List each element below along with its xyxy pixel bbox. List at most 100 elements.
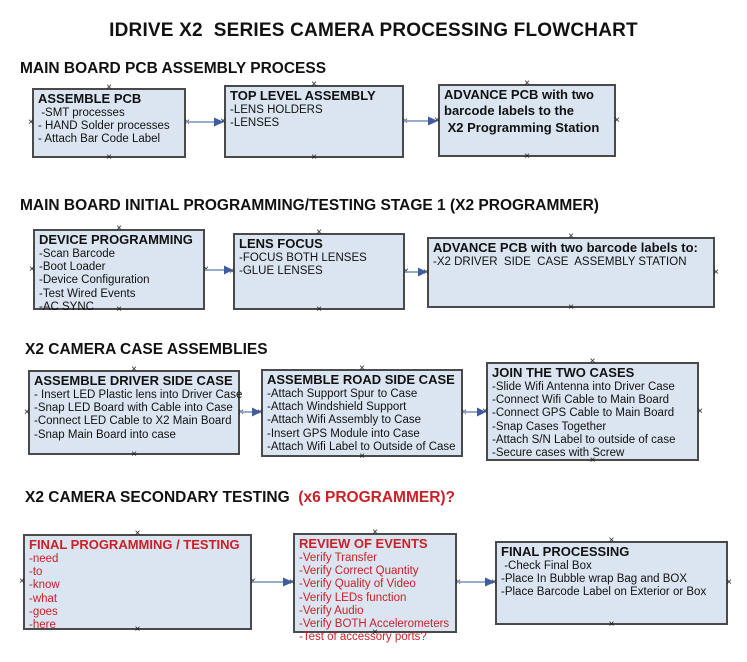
box-item: -Insert GPS Module into Case <box>267 427 420 440</box>
box-advance-pcb-to-programming-station: ADVANCE PCB with two barcode labels to t… <box>434 79 620 162</box>
box-join-the-two-cases: JOIN THE TWO CASES -Slide Wifi Antenna i… <box>482 357 703 466</box>
connection-anchor-icon: × <box>106 152 112 163</box>
box-top-level-assembly: TOP LEVEL ASSEMBLY -LENS HOLDERS -LENSES… <box>220 80 408 163</box>
box-item: -to <box>29 566 43 579</box>
flow-arrow <box>205 265 233 275</box>
box-title: LENS FOCUS <box>239 236 323 251</box>
flow-arrow <box>405 267 427 277</box>
box-item: -AC SYNC <box>39 300 94 313</box>
flow-arrow <box>240 407 261 417</box>
box-item: - Insert LED Plastic lens into Driver Ca… <box>34 389 243 402</box>
box-title: ASSEMBLE ROAD SIDE CASE <box>267 372 455 387</box>
connection-anchor-icon: × <box>614 114 620 126</box>
box-item: -Check Final Box <box>501 560 592 573</box>
box-item: -goes <box>29 605 58 618</box>
box-title: FINAL PROGRAMMING / TESTING <box>29 537 240 552</box>
connection-anchor-icon: × <box>24 406 30 418</box>
box-item: -know <box>29 579 60 592</box>
box-item: -Connect Wifi Cable to Main Board <box>492 394 670 407</box>
box-item: -Verify Transfer <box>299 552 377 565</box>
connection-anchor-icon: × <box>726 577 732 588</box>
section-header-red-text: (x6 PROGRAMMER)? <box>298 489 456 506</box>
section-header-initial-programming: MAIN BOARD INITIAL PROGRAMMING/TESTING S… <box>20 197 599 215</box>
box-assemble-pcb: ASSEMBLE PCB -SMT processes - HAND Solde… <box>28 83 190 163</box>
box-item: -LENSES <box>230 117 280 130</box>
flowchart-title: IDRIVE X2 SERIES CAMERA PROCESSING FLOWC… <box>109 20 638 41</box>
box-item: -Verify LEDs function <box>299 591 407 604</box>
box-item: -Attach Wifi Assembly to Case <box>267 414 422 427</box>
box-advance-pcb-to-case-assembly: ADVANCE PCB with two barcode labels to: … <box>423 232 719 313</box>
box-item: -Snap Cases Together <box>492 420 607 433</box>
box-title: ADVANCE PCB with two barcode labels to t… <box>444 87 600 135</box>
box-title: FINAL PROCESSING <box>501 544 630 559</box>
section-header-pcb-assembly: MAIN BOARD PCB ASSEMBLY PROCESS <box>20 60 326 78</box>
box-title: JOIN THE TWO CASES <box>492 365 635 380</box>
connection-anchor-icon: × <box>29 263 35 275</box>
box-title: REVIEW OF EVENTS <box>299 536 428 551</box>
box-item: -Test of accessory ports? <box>299 630 427 643</box>
box-item: -Verify Correct Quantity <box>299 565 419 578</box>
box-item: -Place In Bubble wrap Bag and BOX <box>501 573 688 586</box>
box-item: -Device Configuration <box>39 274 150 287</box>
connection-anchor-icon: × <box>316 304 322 315</box>
box-review-of-events: REVIEW OF EVENTS -Verify Transfer -Verif… <box>289 528 461 643</box>
section-header-secondary-testing: X2 CAMERA SECONDARY TESTING (x6 PROGRAMM… <box>25 489 455 507</box>
box-item: -Snap Main Board into case <box>34 428 176 441</box>
flow-arrow <box>404 116 438 126</box>
connection-anchor-icon: × <box>28 117 34 128</box>
box-item: -Scan Barcode <box>39 248 116 261</box>
section-header-text: X2 CAMERA SECONDARY TESTING <box>25 489 299 506</box>
flow-arrow <box>186 117 224 127</box>
box-item: - Attach Bar Code Label <box>38 133 161 146</box>
box-title: ADVANCE PCB with two barcode labels to: <box>433 240 698 255</box>
connection-anchor-icon: × <box>311 152 317 163</box>
connection-anchor-icon: × <box>608 619 615 630</box>
box-item: -Place Barcode Label on Exterior or Box <box>501 586 707 599</box>
box-item: -X2 DRIVER SIDE CASE ASSEMBLY STATION <box>433 256 687 269</box>
box-item: -Connect LED Cable to X2 Main Board <box>34 415 232 428</box>
box-item: -Test Wired Events <box>39 287 136 300</box>
box-item: -what <box>29 592 58 605</box>
box-item: -Attach S/N Label to outside of case <box>492 433 676 446</box>
box-assemble-road-side-case: ASSEMBLE ROAD SIDE CASE -Attach Support … <box>257 364 467 462</box>
box-item: -GLUE LENSES <box>239 265 323 278</box>
box-title: DEVICE PROGRAMMING <box>39 232 193 247</box>
box-item: -SMT processes <box>38 107 125 120</box>
connection-anchor-icon: × <box>713 266 719 278</box>
box-item: -Slide Wifi Antenna into Driver Case <box>492 381 675 394</box>
box-item: -Attach Wifi Label to Outside of Case <box>267 440 456 453</box>
box-item: -Secure cases with Screw <box>492 446 625 459</box>
connection-anchor-icon: × <box>568 302 574 313</box>
box-final-processing: FINAL PROCESSING -Check Final Box -Place… <box>491 536 732 630</box>
flow-arrow <box>457 577 495 587</box>
connection-anchor-icon: × <box>131 449 137 460</box>
box-lens-focus: LENS FOCUS -FOCUS BOTH LENSES -GLUE LENS… <box>229 228 409 315</box>
section-header-text: MAIN BOARD PCB ASSEMBLY PROCESS <box>20 60 327 77</box>
box-item: -Verify Quality of Video <box>299 578 416 591</box>
box-device-programming: DEVICE PROGRAMMING -Scan Barcode -Boot L… <box>29 224 209 315</box>
box-item: -here <box>29 618 56 631</box>
flow-arrow <box>252 577 293 587</box>
box-item: -Snap LED Board with Cable into Case <box>34 402 233 415</box>
connection-anchor-icon: × <box>19 576 25 587</box>
box-final-programming-testing: FINAL PROGRAMMING / TESTING -need -to -k… <box>19 529 256 635</box>
box-assemble-driver-side-case: ASSEMBLE DRIVER SIDE CASE - Insert LED P… <box>24 365 244 460</box>
box-title: ASSEMBLE PCB <box>38 91 142 106</box>
box-item: -Attach Support Spur to Case <box>267 388 418 401</box>
connection-anchor-icon: × <box>697 405 703 417</box>
flow-arrow <box>463 407 486 417</box>
section-header-text: MAIN BOARD INITIAL PROGRAMMING/TESTING S… <box>20 197 599 214</box>
box-item: -Attach Windshield Support <box>267 401 407 414</box>
box-item: -Boot Loader <box>39 261 106 274</box>
box-item: -Verify BOTH Accelerometers <box>299 617 450 630</box>
box-item: -Connect GPS Cable to Main Board <box>492 407 675 420</box>
box-item: - HAND Solder processes <box>38 120 170 133</box>
box-item: -need <box>29 553 59 566</box>
connection-anchor-icon: × <box>524 151 530 162</box>
section-header-case-assemblies: X2 CAMERA CASE ASSEMBLIES <box>25 341 268 359</box>
box-title: TOP LEVEL ASSEMBLY <box>230 88 376 103</box>
box-item: -Verify Audio <box>299 604 364 617</box>
section-header-text: X2 CAMERA CASE ASSEMBLIES <box>25 341 268 358</box>
box-title: ASSEMBLE DRIVER SIDE CASE <box>34 373 233 388</box>
